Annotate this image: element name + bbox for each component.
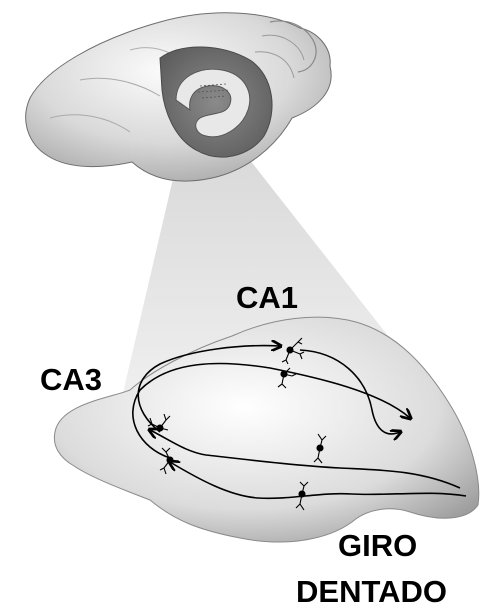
brain-illustration — [26, 13, 331, 181]
label-dentado: DENTADO — [296, 574, 447, 609]
label-giro: GIRO — [338, 528, 417, 563]
hippocampal-slice — [54, 317, 478, 542]
label-ca1: CA1 — [236, 280, 298, 315]
label-ca3: CA3 — [40, 362, 102, 397]
